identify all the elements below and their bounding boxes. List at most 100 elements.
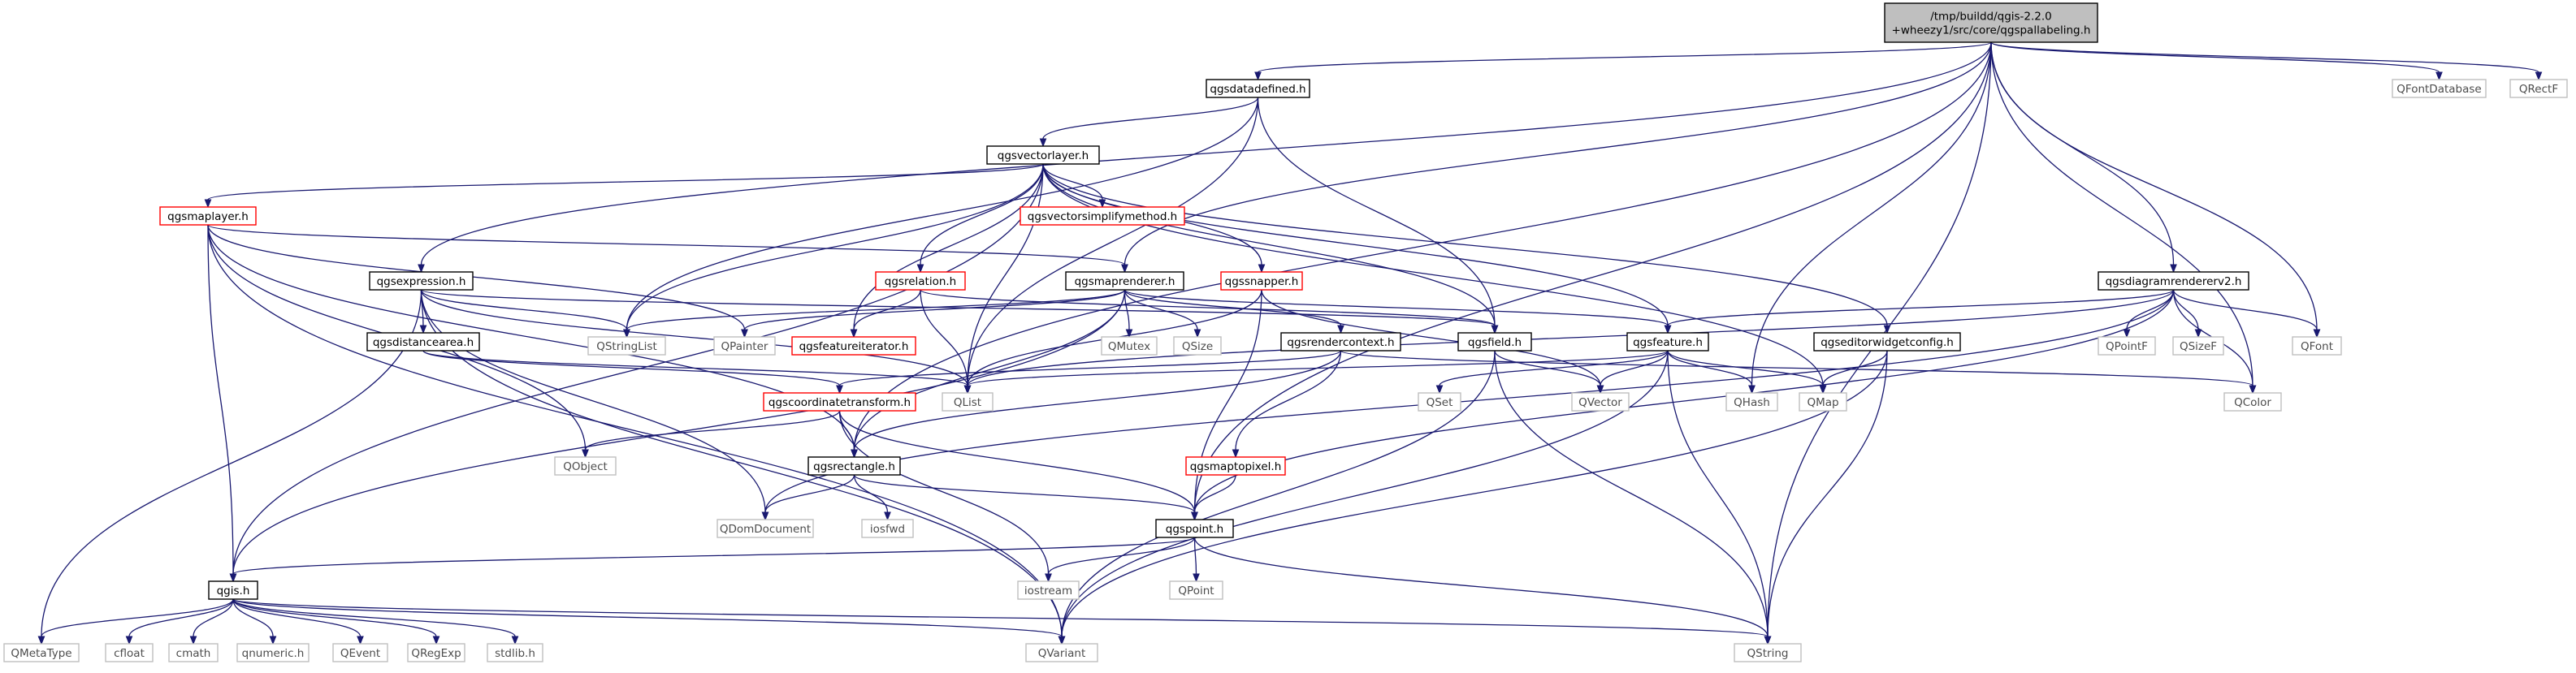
edge-qgis-to-qmetatype (37, 598, 234, 645)
node-box (3, 643, 80, 662)
node-box (1725, 392, 1778, 412)
arrowhead-icon (1596, 385, 1604, 395)
edge-line (1061, 350, 1669, 637)
node-qdomdocument: QDomDocument (717, 519, 814, 538)
edge-line (967, 350, 1669, 386)
node-qcolor: QColor (2223, 392, 2282, 412)
arrowhead-icon (884, 511, 891, 521)
node-qgsvectorlayer-h[interactable]: qgsvectorlayer.h (986, 145, 1100, 165)
node-label: QSizeF (2180, 340, 2217, 353)
node-qgssnapper-h[interactable]: qgssnapper.h (1220, 271, 1303, 291)
node-qgis-h[interactable]: qgis.h (208, 580, 258, 600)
node-label: qgsfield.h (1468, 336, 1522, 349)
node-box (861, 519, 914, 538)
node-box (1017, 580, 1080, 600)
arrowhead-icon (2170, 264, 2177, 274)
arrowhead-icon (850, 329, 858, 339)
edge-line (743, 289, 1126, 330)
edge-line (1047, 537, 1196, 575)
edge-root-to-qgsdatadefined (1254, 41, 1992, 81)
node-iostream: iostream (1017, 580, 1080, 600)
arrowhead-icon (963, 385, 972, 395)
edge-qgis-to-cmath (189, 598, 234, 645)
arrowhead-icon (2313, 329, 2321, 339)
edge-line (838, 350, 1342, 386)
node-qfont: QFont (2292, 336, 2342, 356)
node-box (1799, 392, 1847, 412)
edge-qgsfeature-to-qmap (1667, 350, 1827, 395)
edge-line (920, 289, 1496, 326)
edge-qgsmaprenderer-to-qgsfeature (1123, 289, 1672, 334)
arrowhead-icon (1039, 138, 1047, 148)
node-box (1457, 332, 1532, 352)
edge-line (232, 598, 1769, 637)
node-label: qgsexpression.h (377, 275, 466, 288)
edge-qgsexpression-to-qgsfield (420, 289, 1499, 334)
node-label: QEvent (340, 647, 380, 660)
edge-root-to-qgspoint (1191, 41, 1992, 521)
node-label: qgsvectorsimplifymethod.h (1028, 210, 1178, 223)
node-qgsdistancearea-h[interactable]: qgsdistancearea.h (366, 332, 480, 352)
node-qhash: QHash (1725, 392, 1778, 412)
edge-line (207, 163, 1044, 201)
node-box (763, 392, 916, 412)
node-wheezy1-src-core-qgspallabeling-h[interactable]: /tmp/buildd/qgis-2.2.0+wheezy1/src/core/… (1884, 2, 2098, 43)
edge-qgsmaprenderer-to-qgis (229, 289, 1126, 583)
arrowhead-icon (357, 636, 364, 645)
node-box (1220, 271, 1303, 291)
node-qgsmaptopixel-h[interactable]: qgsmaptopixel.h (1185, 456, 1286, 476)
edge-line (1600, 350, 1669, 386)
node-qgsdiagramrendererv2-h[interactable]: qgsdiagramrendererv2.h (2098, 271, 2249, 291)
edge-line (1340, 350, 2253, 386)
node-qsizef: QSizeF (2172, 336, 2224, 356)
node-qgsmaplayer-h[interactable]: qgsmaplayer.h (159, 206, 257, 226)
node-qgseditorwidgetconfig-h[interactable]: qgseditorwidgetconfig.h (1813, 332, 1961, 352)
arrowhead-icon (1748, 385, 1756, 395)
node-qgspoint-h[interactable]: qgspoint.h (1155, 519, 1234, 538)
node-qgscoordinatetransform-h[interactable]: qgscoordinatetransform.h (763, 392, 916, 412)
arrowhead-icon (204, 199, 212, 209)
edge-qgsmaprenderer-to-qstringlist (623, 289, 1126, 339)
node-box (208, 580, 258, 600)
arrowhead-icon (419, 325, 427, 334)
edge-line (193, 598, 234, 637)
node-qgsrelation-h[interactable]: qgsrelation.h (875, 271, 966, 291)
node-qgsdatadefined-h[interactable]: qgsdatadefined.h (1206, 79, 1310, 98)
node-box (1626, 332, 1709, 352)
node-qgsfeature-h[interactable]: qgsfeature.h (1626, 332, 1709, 352)
edge-line (207, 224, 234, 575)
node-qgsvectorsimplifymethod-h[interactable]: qgsvectorsimplifymethod.h (1020, 206, 1185, 226)
edge-line (967, 289, 2175, 386)
edges-layer (37, 41, 2543, 645)
node-label: QList (954, 396, 981, 409)
edge-qgsrendercontext-to-qgsrectangle (851, 350, 1342, 459)
node-qmutex: QMutex (1101, 336, 1158, 356)
edge-line (1667, 350, 1824, 386)
node-qevent: QEvent (332, 643, 388, 662)
node-qgsrendercontext-h[interactable]: qgsrendercontext.h (1280, 332, 1401, 352)
node-qgsfield-h[interactable]: qgsfield.h (1457, 332, 1532, 352)
edge-qgis-to-qvariant (232, 598, 1066, 645)
arrowhead-icon (432, 636, 440, 645)
node-box (1206, 79, 1310, 98)
arrowhead-icon (418, 264, 425, 274)
arrowhead-icon (582, 449, 589, 459)
edge-line (1822, 350, 1888, 386)
node-qgsmaprenderer-h[interactable]: qgsmaprenderer.h (1065, 271, 1184, 291)
edge-qgsdiagramrendererv2-to-qpointf (2123, 289, 2175, 339)
node-label: QObject (563, 460, 608, 473)
node-qgsrectangle-h[interactable]: qgsrectangle.h (807, 456, 901, 476)
node-label: QSet (1427, 396, 1453, 409)
arrowhead-icon (1491, 325, 1499, 334)
arrowhead-icon (1764, 636, 1772, 645)
edge-qgspoint-to-qstring (1193, 537, 1772, 645)
edge-line (2172, 289, 2199, 330)
edge-qgsmaplayer-to-qgsmaprenderer (207, 224, 1128, 274)
node-label: qgsrelation.h (885, 275, 956, 288)
node-label: QVariant (1038, 647, 1086, 660)
node-qgsexpression-h[interactable]: qgsexpression.h (369, 271, 474, 291)
edge-line (232, 163, 1044, 575)
node-label: QPointF (2106, 340, 2148, 353)
node-qgsfeatureiterator-h[interactable]: qgsfeatureiterator.h (791, 336, 916, 356)
